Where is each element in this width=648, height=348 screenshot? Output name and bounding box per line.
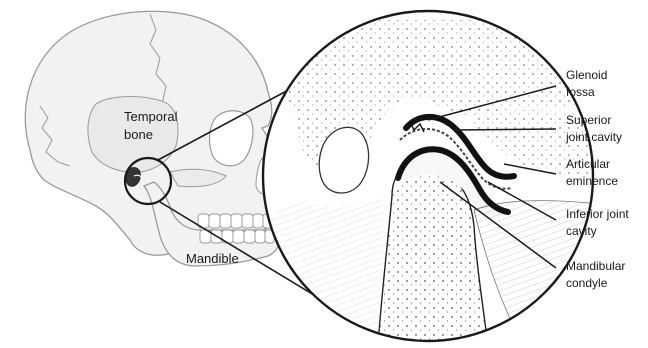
posterior-tissue [262,196,384,345]
orbit [210,111,253,166]
label-glenoid-fossa: Glenoid fossa [566,68,611,99]
leader-superior-joint-cavity [454,129,556,130]
skull-illustration [25,11,284,266]
label-mandibular-condyle: Mandibular condyle [566,259,629,290]
label-mandible: Mandible [186,251,239,266]
upper-teeth [198,214,273,228]
